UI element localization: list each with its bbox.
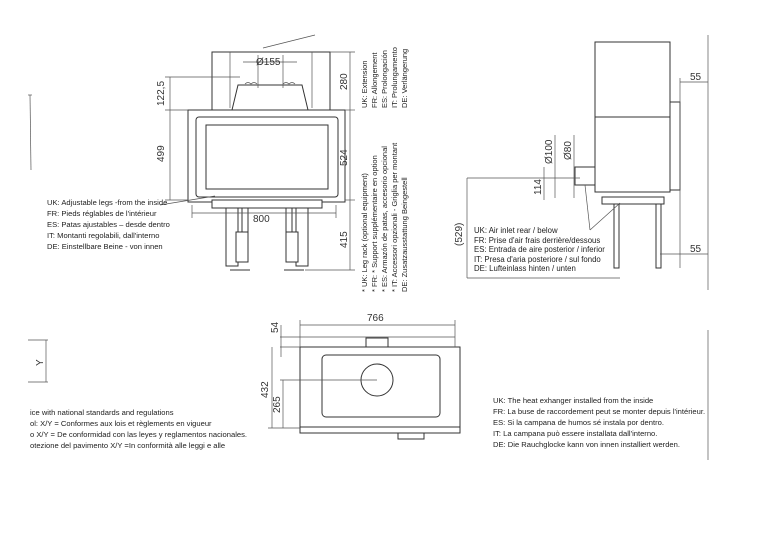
svg-text:DE: Zusatzausstattung Beingest: DE: Zusatzausstattung Beingestell xyxy=(400,177,409,292)
heat-exchanger-label: UK: The heat exhanger installed from the… xyxy=(493,395,705,450)
dim-top-offset: 122,5 xyxy=(156,81,167,106)
dim-top-width: 766 xyxy=(367,313,384,324)
dim-extension-height: 280 xyxy=(339,73,350,90)
label-line: FR: Prise d'air frais derrière/dessous xyxy=(474,235,601,245)
y-dimension-label: Y xyxy=(35,359,46,366)
dim-door-offset-top: 55 xyxy=(690,72,702,83)
label-line: ES: Patas ajustables – desde dentro xyxy=(47,220,170,229)
label-line: DE: Lufteinlass hinten / unten xyxy=(474,264,576,273)
svg-text:* UK: Leg rack (optional equip: * UK: Leg rack (optional equipment) xyxy=(360,173,369,292)
leg-rack-label: * UK: Leg rack (optional equipment) * FR… xyxy=(360,142,409,292)
label-line: ES: Si la campana de humos sé instala po… xyxy=(493,418,664,427)
svg-text:ES: Prolongación: ES: Prolongación xyxy=(380,50,389,108)
front-view: Ø155 122,5 499 280 524 415 800 UK: Exten… xyxy=(156,34,409,292)
svg-text:UK: Extension: UK: Extension xyxy=(360,60,369,108)
svg-text:* ES: Armazón de patas, acceso: * ES: Armazón de patas, accesorio opcion… xyxy=(380,146,389,292)
svg-text:IT: Prolungamento: IT: Prolungamento xyxy=(390,47,399,108)
dim-flue-diameter: Ø155 xyxy=(256,57,281,68)
dim-outer-diameter: Ø100 xyxy=(544,139,555,164)
dim-inner-diameter: Ø80 xyxy=(563,141,574,160)
dim-center: 265 xyxy=(272,396,283,413)
partial-drawing-left xyxy=(28,94,32,171)
svg-text:FR: Allongement: FR: Allongement xyxy=(370,52,379,108)
dim-leg-height: 415 xyxy=(339,231,350,248)
dim-total-height: (529) xyxy=(454,223,465,246)
label-line: UK: The heat exhanger installed from the… xyxy=(493,396,654,405)
label-line: DE: Einstellbare Beine - von innen xyxy=(47,242,163,251)
svg-text:DE: Verlängerung: DE: Verlängerung xyxy=(400,49,409,108)
svg-text:* FR: * Support supplémentaire: * FR: * Support supplémentaire en option xyxy=(370,155,379,292)
dim-collar: 54 xyxy=(270,321,281,333)
floor-protection-y: Y xyxy=(28,339,48,383)
side-view: 55 55 Ø100 Ø80 114 (529) xyxy=(454,35,709,460)
extension-label: UK: Extension FR: Allongement ES: Prolon… xyxy=(360,47,409,108)
svg-text:* IT: Accessori opzionali - Gr: * IT: Accessori opzionali - Griglia per … xyxy=(390,142,399,292)
floor-protection-notes: ice with national standards and regulati… xyxy=(30,407,247,451)
note-line: ol: X/Y = Conformes aux lois et règlemen… xyxy=(30,419,212,428)
label-line: DE: Die Rauchglocke kann von innen insta… xyxy=(493,440,680,449)
label-line: ES: Entrada de aire posterior / inferior xyxy=(474,245,605,254)
air-inlet-label: UK: Air inlet rear / below FR: Prise d'a… xyxy=(474,226,605,274)
dim-inlet-height: 114 xyxy=(533,179,544,195)
note-line: ice with national standards and regulati… xyxy=(30,408,174,417)
label-line: IT: La campana può essere installata dal… xyxy=(493,429,658,438)
label-line: FR: La buse de raccordement peut se mont… xyxy=(493,407,706,416)
label-line: UK: Air inlet rear / below xyxy=(474,226,558,235)
note-line: o X/Y = De conformidad con las leyes y r… xyxy=(30,430,248,439)
top-view: 766 54 432 265 xyxy=(260,313,461,440)
label-line: IT: Montanti regolabili, dall'interno xyxy=(47,231,160,240)
dim-body-height: 499 xyxy=(156,145,167,162)
note-line: otezione del pavimento X/Y =In conformit… xyxy=(30,441,226,450)
dim-width: 800 xyxy=(253,214,270,225)
dim-door-offset-bottom: 55 xyxy=(690,244,702,255)
label-line: FR: Pieds réglables de l'intérieur xyxy=(47,209,157,218)
label-line: UK: Adjustable legs -from the inside xyxy=(47,198,168,207)
dim-depth: 432 xyxy=(260,381,271,398)
dim-door-height: 524 xyxy=(339,149,350,166)
label-line: IT: Presa d'aria posteriore / sul fondo xyxy=(474,254,601,264)
adjustable-legs-label: UK: Adjustable legs -from the inside FR:… xyxy=(47,197,170,252)
